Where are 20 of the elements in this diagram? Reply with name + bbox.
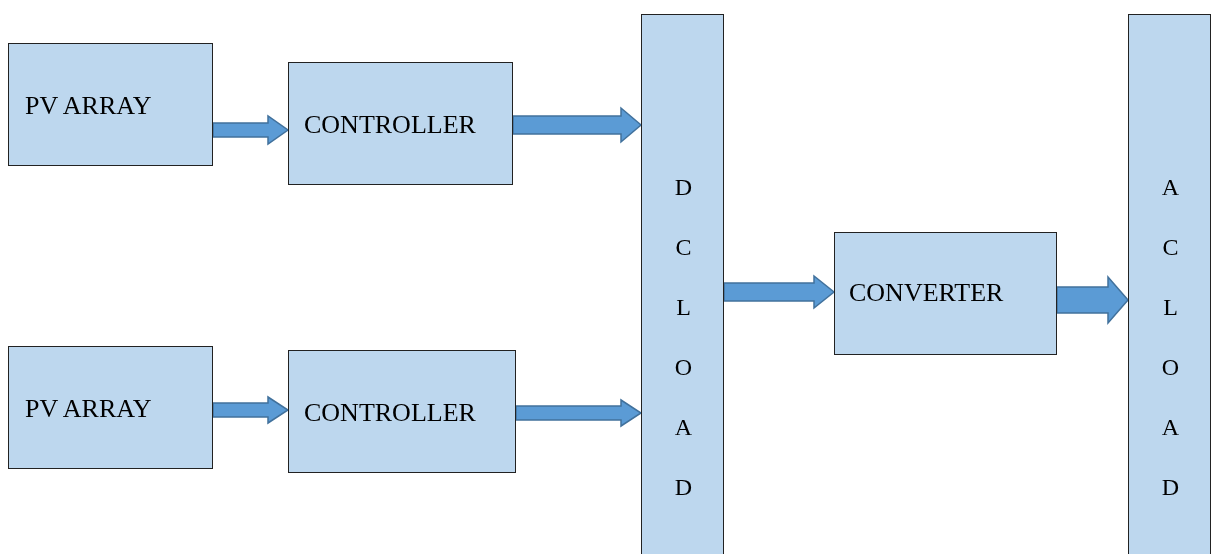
box-label: A C L O A D: [1160, 173, 1181, 502]
block-arrow: [212, 395, 290, 425]
box-label: PV ARRAY: [25, 91, 152, 121]
load-bar: [641, 14, 724, 554]
box-label: CONTROLLER: [304, 398, 476, 428]
process-box: [288, 350, 516, 473]
box-label: PV ARRAY: [25, 394, 152, 424]
block-arrow: [512, 106, 643, 144]
box-label: CONVERTER: [849, 278, 1004, 308]
box-label: D C L O A D: [673, 173, 694, 502]
box-label: CONTROLLER: [304, 110, 476, 140]
block-arrow: [723, 274, 836, 310]
process-box: [288, 62, 513, 185]
process-box: [8, 346, 213, 469]
block-arrow: [1056, 275, 1129, 325]
process-box: [8, 43, 213, 166]
block-arrow: [212, 114, 290, 146]
block-arrow: [515, 398, 643, 428]
process-box: [834, 232, 1057, 355]
load-bar: [1128, 14, 1211, 554]
